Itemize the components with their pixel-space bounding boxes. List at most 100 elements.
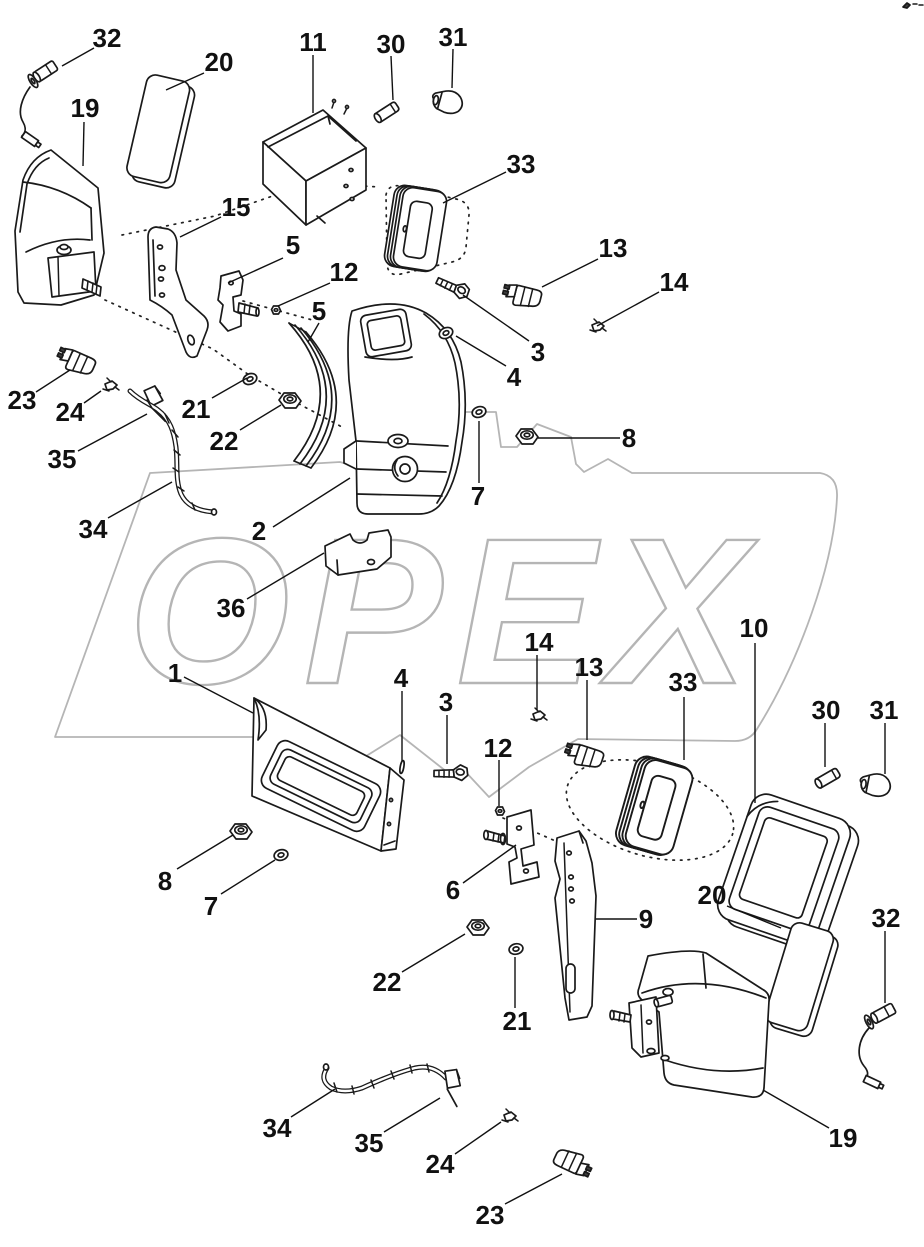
part-36-clamp-block (324, 529, 392, 576)
callout-5-13: 5 (312, 296, 326, 326)
leader-line-33-6 (442, 171, 507, 204)
leader-line-23-46 (504, 1173, 563, 1205)
leader-line-22-19 (239, 404, 282, 431)
leader-line-35-44 (383, 1097, 441, 1133)
callout-14-29: 14 (525, 627, 554, 657)
watermark: OPEX (54, 411, 838, 798)
leader-line-5-13 (307, 322, 320, 343)
callout-30-33: 30 (812, 695, 841, 725)
callout-5-8: 5 (286, 230, 300, 260)
leader-line-8-35 (176, 834, 234, 870)
leader-line-22-39 (401, 933, 466, 973)
leader-line-7-36 (220, 859, 276, 895)
callout-23-46: 23 (476, 1200, 505, 1230)
part-31-bulb-top (429, 86, 466, 117)
leader-line-21-18 (211, 377, 248, 399)
leader-line-24-45 (454, 1121, 502, 1155)
callout-2-21: 2 (252, 516, 266, 546)
leader-line-36-24 (246, 552, 325, 600)
callout-3-27: 3 (439, 687, 453, 717)
callout-14-11: 14 (660, 267, 689, 297)
callout-33-31: 33 (669, 667, 698, 697)
leader-line-2-21 (272, 477, 351, 528)
part-1-bezel (251, 697, 405, 852)
leader-line-15-7 (179, 216, 222, 238)
part-23-connector-top (53, 344, 98, 380)
leader-line-5-8 (227, 257, 284, 284)
part-19-housing-bottom (609, 950, 770, 1098)
part-12-nut-bottom (494, 806, 506, 816)
leader-line-34-20 (107, 481, 173, 519)
callout-20-41: 20 (698, 880, 727, 910)
callout-19-47: 19 (829, 1123, 858, 1153)
part-32-bulb-socket-top (19, 60, 59, 149)
callout-31-34: 31 (870, 695, 899, 725)
part-20-pad-top (123, 72, 199, 191)
callout-32-0: 32 (93, 23, 122, 53)
part-15-bracket-plate (147, 226, 209, 359)
part-24-clip-bottom (501, 1108, 519, 1123)
leader-line-20-41 (726, 905, 782, 929)
callout-30-4: 30 (377, 29, 406, 59)
part-32-bulb-socket-bottom (858, 1002, 897, 1090)
part-8-nut-bottom (229, 823, 253, 840)
leader-line-32-0 (61, 47, 95, 67)
part-22-nut-bottom (466, 919, 490, 936)
part-7-washer-bottom (272, 847, 290, 863)
part-33-gasket-top (382, 182, 449, 274)
callout-12-9: 12 (330, 257, 359, 287)
watermark-frame (54, 411, 838, 798)
callout-33-6: 33 (507, 149, 536, 179)
part-11-module-box (262, 98, 367, 226)
part-22-nut-top (278, 392, 302, 409)
leader-line-4-14 (455, 335, 507, 367)
callout-7-36: 7 (204, 891, 218, 921)
callout-36-24: 36 (217, 593, 246, 623)
part-23-connector-bottom (551, 1144, 596, 1180)
part-5-curved-strip (288, 322, 338, 469)
callout-15-7: 15 (222, 192, 251, 222)
callout-13-30: 13 (575, 652, 604, 682)
callout-24-45: 24 (426, 1149, 455, 1179)
leader-line-13-10 (541, 258, 599, 288)
leader-line-34-43 (290, 1088, 336, 1118)
leader-line-20-1 (165, 72, 205, 91)
callout-3-12: 3 (531, 337, 545, 367)
callout-7-22: 7 (471, 481, 485, 511)
part-19-housing-top (14, 149, 105, 306)
part-21-washer-bottom (507, 941, 525, 957)
part-5-clip-bracket (217, 270, 260, 332)
callout-21-18: 21 (182, 394, 211, 424)
leader-line-19-2 (82, 121, 85, 167)
leader-line-24-16 (83, 390, 102, 404)
callout-31-5: 31 (439, 22, 468, 52)
axis-housing-to-nut (104, 299, 343, 428)
leader-line-31-5 (451, 48, 454, 89)
callout-9-38: 9 (639, 904, 653, 934)
leader-line-6-37 (462, 844, 517, 884)
callout-21-40: 21 (503, 1006, 532, 1036)
part-34-cable-bottom (321, 1063, 449, 1095)
callout-1-25: 1 (168, 658, 182, 688)
part-12-nut-top (270, 305, 282, 315)
corner-crop-mark (902, 2, 924, 9)
callout-24-16: 24 (56, 397, 85, 427)
part-10-lens (716, 793, 860, 953)
leader-line-12-9 (277, 282, 331, 307)
callout-10-32: 10 (740, 613, 769, 643)
callout-19-2: 19 (71, 93, 100, 123)
callout-13-10: 13 (599, 233, 628, 263)
leader-line-14-11 (596, 291, 660, 327)
watermark-text: OPEX (128, 496, 762, 728)
leader-line-3-12 (462, 294, 530, 342)
part-31-bulb-bottom (857, 770, 893, 799)
callout-12-28: 12 (484, 733, 513, 763)
axis-loop-gasket-bottom (565, 758, 735, 862)
callout-6-37: 6 (446, 875, 460, 905)
part-13-connector-bottom (561, 740, 606, 773)
part-2-curved-housing (343, 303, 467, 515)
part-34-cable-top (127, 388, 218, 516)
part-3-screw-bottom (432, 759, 471, 784)
